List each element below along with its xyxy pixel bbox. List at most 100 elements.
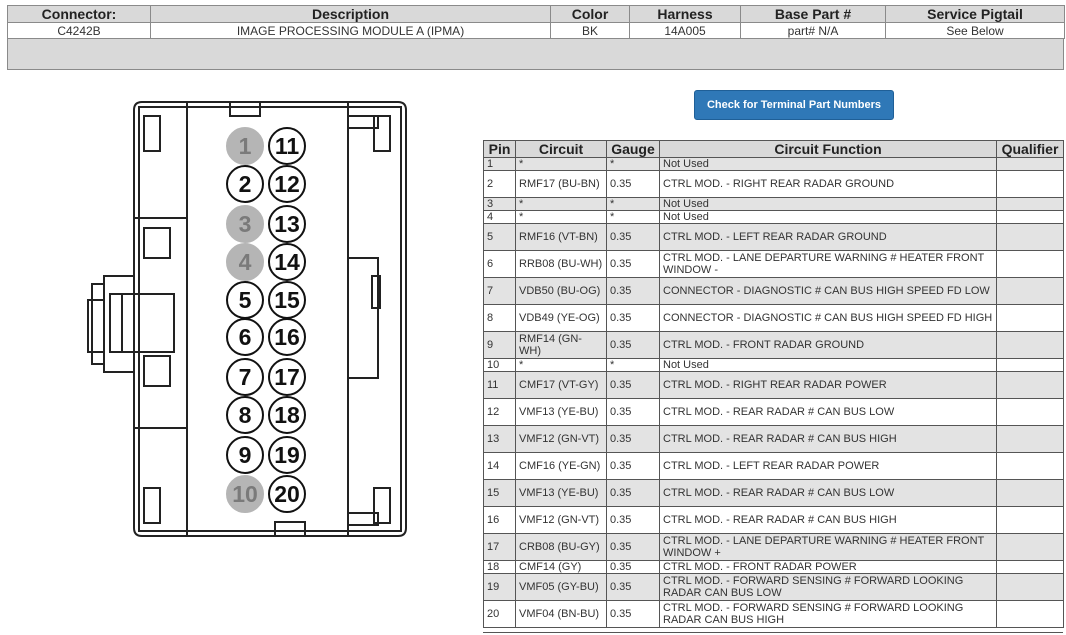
table-row: 1**Not Used — [483, 157, 1064, 171]
qualifier-cell — [996, 157, 1064, 171]
gauge-cell: 0.35 — [606, 223, 660, 251]
pin-cell: 10 — [483, 358, 516, 372]
connector-pin: 20 — [268, 475, 306, 513]
header-connector: Connector: — [7, 5, 151, 23]
pin-cell: 1 — [483, 157, 516, 171]
check-terminal-part-numbers-button[interactable]: Check for Terminal Part Numbers — [694, 90, 894, 120]
function-cell: CTRL MOD. - FRONT RADAR GROUND — [659, 331, 997, 359]
connector-pin: 10 — [226, 475, 264, 513]
qualifier-cell — [996, 398, 1064, 426]
gauge-cell: 0.35 — [606, 331, 660, 359]
col-pin: Pin — [483, 140, 516, 158]
qualifier-cell — [996, 304, 1064, 332]
circuit-cell: VDB49 (YE-OG) — [515, 304, 607, 332]
function-cell: Not Used — [659, 197, 997, 211]
qualifier-cell — [996, 573, 1064, 601]
gauge-cell: * — [606, 358, 660, 372]
header-row: Connector: Description Color Harness Bas… — [7, 5, 1065, 23]
pin-cell: 14 — [483, 452, 516, 480]
qualifier-cell — [996, 452, 1064, 480]
pin-cell: 4 — [483, 210, 516, 224]
gauge-cell: * — [606, 210, 660, 224]
circuit-cell: VMF13 (YE-BU) — [515, 398, 607, 426]
function-cell: CONNECTOR - DIAGNOSTIC # CAN BUS HIGH SP… — [659, 304, 997, 332]
circuit-cell: VMF04 (BN-BU) — [515, 600, 607, 628]
value-service-pigtail: See Below — [885, 22, 1065, 39]
gauge-cell: 0.35 — [606, 277, 660, 305]
function-cell: CTRL MOD. - REAR RADAR # CAN BUS LOW — [659, 398, 997, 426]
qualifier-cell — [996, 358, 1064, 372]
pin-cell: 3 — [483, 197, 516, 211]
header-value-row: C4242B IMAGE PROCESSING MODULE A (IPMA) … — [7, 22, 1065, 39]
function-cell: CTRL MOD. - LANE DEPARTURE WARNING # HEA… — [659, 250, 997, 278]
header-harness: Harness — [629, 5, 741, 23]
function-cell: CTRL MOD. - RIGHT REAR RADAR GROUND — [659, 170, 997, 198]
gauge-cell: 0.35 — [606, 425, 660, 453]
connector-pin: 19 — [268, 436, 306, 474]
gauge-cell: 0.35 — [606, 533, 660, 561]
gauge-cell: 0.35 — [606, 506, 660, 534]
connector-pin: 11 — [268, 127, 306, 165]
circuit-cell: CMF17 (VT-GY) — [515, 371, 607, 399]
col-gauge: Gauge — [606, 140, 660, 158]
gauge-cell: 0.35 — [606, 371, 660, 399]
pin-cell: 6 — [483, 250, 516, 278]
pin-cell: 7 — [483, 277, 516, 305]
circuit-cell: VMF12 (GN-VT) — [515, 506, 607, 534]
gauge-cell: * — [606, 197, 660, 211]
qualifier-cell — [996, 331, 1064, 359]
connector-pin: 17 — [268, 358, 306, 396]
header-color: Color — [550, 5, 630, 23]
circuit-cell: RMF17 (BU-BN) — [515, 170, 607, 198]
qualifier-cell — [996, 479, 1064, 507]
header-service-pigtail: Service Pigtail — [885, 5, 1065, 23]
qualifier-cell — [996, 197, 1064, 211]
pin-table-header: Pin Circuit Gauge Circuit Function Quali… — [483, 140, 1064, 158]
circuit-cell: CRB08 (BU-GY) — [515, 533, 607, 561]
pin-cell: 11 — [483, 371, 516, 399]
function-cell: CTRL MOD. - FRONT RADAR POWER — [659, 560, 997, 574]
pin-cell: 17 — [483, 533, 516, 561]
circuit-cell: VMF12 (GN-VT) — [515, 425, 607, 453]
circuit-cell: VMF13 (YE-BU) — [515, 479, 607, 507]
col-circuit-function: Circuit Function — [659, 140, 997, 158]
gauge-cell: 0.35 — [606, 398, 660, 426]
circuit-cell: * — [515, 210, 607, 224]
pin-cell: 19 — [483, 573, 516, 601]
connector-pin: 8 — [226, 396, 264, 434]
function-cell: Not Used — [659, 157, 997, 171]
table-row: 4**Not Used — [483, 210, 1064, 224]
header-description: Description — [150, 5, 551, 23]
connector-pin: 6 — [226, 318, 264, 356]
connector-header-table: Connector: Description Color Harness Bas… — [7, 5, 1065, 39]
pin-cell: 20 — [483, 600, 516, 628]
connector-pin: 3 — [226, 205, 264, 243]
function-cell: CTRL MOD. - RIGHT REAR RADAR POWER — [659, 371, 997, 399]
value-description: IMAGE PROCESSING MODULE A (IPMA) — [150, 22, 551, 39]
qualifier-cell — [996, 600, 1064, 628]
function-cell: CTRL MOD. - FORWARD SENSING # FORWARD LO… — [659, 600, 997, 628]
gauge-cell: 0.35 — [606, 304, 660, 332]
circuit-cell: RMF16 (VT-BN) — [515, 223, 607, 251]
circuit-cell: VDB50 (BU-OG) — [515, 277, 607, 305]
value-base-part: part# N/A — [740, 22, 886, 39]
qualifier-cell — [996, 250, 1064, 278]
gauge-cell: 0.35 — [606, 479, 660, 507]
qualifier-cell — [996, 506, 1064, 534]
connector-pin: 15 — [268, 281, 306, 319]
pin-cell: 5 — [483, 223, 516, 251]
connector-pin: 9 — [226, 436, 264, 474]
pin-cell: 9 — [483, 331, 516, 359]
header-base-part: Base Part # — [740, 5, 886, 23]
function-cell: CTRL MOD. - REAR RADAR # CAN BUS HIGH — [659, 425, 997, 453]
